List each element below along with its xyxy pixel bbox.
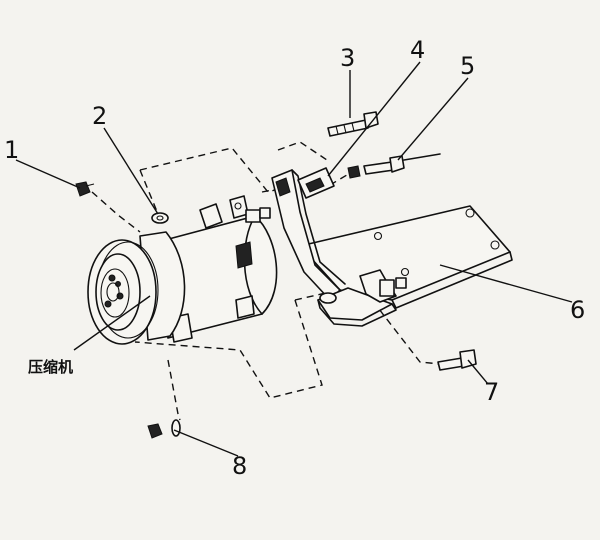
bolt-7	[437, 349, 477, 371]
leader-lines	[15, 61, 573, 457]
callout-4: 4	[410, 36, 425, 64]
callout-1: 1	[4, 136, 19, 164]
callout-numbers: 1 2 3 4 5 6 7 8 压缩机	[4, 36, 585, 480]
callout-3: 3	[340, 44, 355, 72]
compressor-body	[87, 195, 278, 345]
callout-7: 7	[484, 378, 499, 406]
callout-2: 2	[92, 102, 107, 130]
callout-6: 6	[570, 296, 585, 324]
compressor-label: 压缩机	[28, 358, 73, 376]
bolt-3	[327, 111, 379, 137]
callout-5: 5	[460, 52, 475, 80]
mounting-bracket	[271, 169, 407, 327]
washer-2	[151, 212, 169, 224]
bolt-5	[347, 153, 441, 179]
nut-washer-8	[147, 419, 181, 439]
nut-1	[75, 181, 95, 197]
callout-8: 8	[232, 452, 247, 480]
tension-adjuster	[297, 167, 335, 199]
